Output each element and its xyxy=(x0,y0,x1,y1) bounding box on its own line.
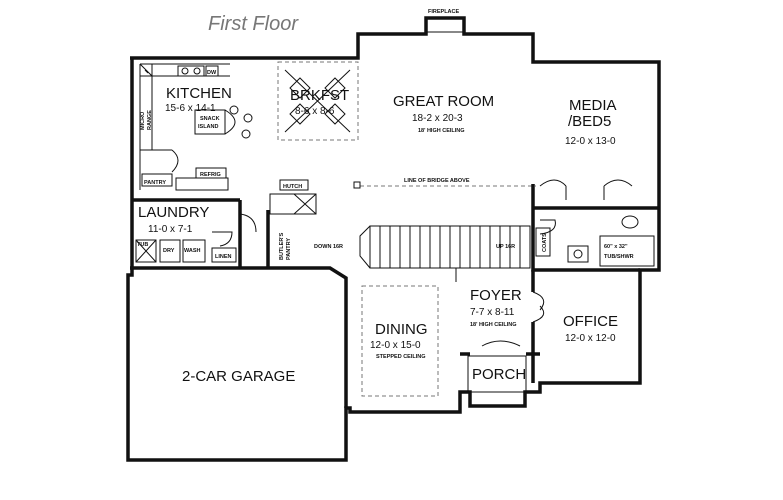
linen-label: LINEN xyxy=(215,254,232,260)
garage-wall xyxy=(130,266,348,408)
kitchen-sink xyxy=(177,65,205,77)
breakfast-table-diamonds xyxy=(289,77,346,125)
porch-name: PORCH xyxy=(472,366,526,383)
butlers-pantry-cabinet xyxy=(269,193,317,215)
foyer-note: 18' HIGH CEILING xyxy=(470,322,517,328)
coats-label: COATS xyxy=(542,233,548,252)
hutch-label: HUTCH xyxy=(283,184,302,190)
foyer-name: FOYER xyxy=(470,287,522,304)
laundry-name: LAUNDRY xyxy=(138,204,209,221)
sink-bowl-left xyxy=(181,67,189,75)
foyer-size: 7-7 x 8-11 xyxy=(470,307,515,318)
office-door-swings xyxy=(532,291,545,323)
laundry-door-swing xyxy=(212,231,233,247)
breakfast-size: 8-6 x 8-6 xyxy=(295,106,335,117)
media-name-line1: MEDIA xyxy=(569,97,617,114)
kitchen-counter-corner xyxy=(139,63,153,77)
dishwasher xyxy=(205,65,219,77)
laundry-size: 11-0 x 7-1 xyxy=(148,224,193,235)
snack-island-curve xyxy=(224,109,236,135)
kitchen-counter-bottom xyxy=(175,177,229,191)
butlers-pantry-label-2: PANTRY xyxy=(286,238,292,260)
hutch xyxy=(279,179,309,191)
bath-sink-bowl xyxy=(573,249,583,259)
stool-2 xyxy=(243,113,253,123)
tub-shower-label-1: 60" x 32" xyxy=(604,244,628,250)
micro-label: MICRO xyxy=(140,111,146,130)
breakfast-table-cross xyxy=(284,69,351,133)
media-door-swings xyxy=(539,179,633,187)
kitchen-name: KITCHEN xyxy=(166,85,232,102)
dining-ceiling-outline xyxy=(361,285,439,397)
kitchen-counter-top xyxy=(139,63,230,150)
plan-title: First Floor xyxy=(208,13,299,35)
bath-door-swing xyxy=(539,219,556,235)
great-room-note: 18' HIGH CEILING xyxy=(418,128,465,134)
washer xyxy=(182,239,206,263)
media-size: 12-0 x 13-0 xyxy=(565,136,616,147)
butlers-pantry-cross xyxy=(293,193,317,215)
snack-island-label-2: ISLAND xyxy=(198,124,219,130)
stairs-up-label: UP 16R xyxy=(496,244,515,250)
fireplace-label: FIREPLACE xyxy=(428,9,460,15)
pantry xyxy=(141,173,173,187)
butlers-pantry-label-1: BUTLER'S xyxy=(279,232,285,260)
stool-1 xyxy=(229,105,239,115)
bridge-marker xyxy=(353,181,361,189)
coats-closet xyxy=(535,227,551,257)
great-room-name: GREAT ROOM xyxy=(393,93,494,110)
laundry-door-arc xyxy=(239,213,257,233)
stairs xyxy=(369,225,531,269)
range-label: RANGE xyxy=(147,110,153,130)
pantry-label: PANTRY xyxy=(144,180,166,186)
media-name-line2: /BED5 xyxy=(568,113,611,130)
dining-note: STEPPED CEILING xyxy=(376,354,426,360)
laundry-tub xyxy=(135,239,157,263)
snack-island-label-1: SNACK xyxy=(200,116,220,122)
refrigerator-label: REFRIG xyxy=(200,172,221,178)
office-name: OFFICE xyxy=(563,313,618,330)
bridge-label: LINE OF BRIDGE ABOVE xyxy=(404,178,470,184)
dryer-label: DRY xyxy=(163,248,175,254)
stairs-left-end xyxy=(359,225,371,269)
front-door-swing xyxy=(481,340,521,347)
sink-bowl-right xyxy=(193,67,201,75)
office-size: 12-0 x 12-0 xyxy=(565,333,616,344)
great-room-size: 18-2 x 20-3 xyxy=(412,113,463,124)
dining-name: DINING xyxy=(375,321,428,338)
pantry-door xyxy=(139,149,179,190)
media-closet xyxy=(565,186,605,200)
bath-sink xyxy=(567,245,589,263)
stool-3 xyxy=(241,129,251,139)
toilet xyxy=(621,215,639,229)
dryer xyxy=(159,239,181,263)
dining-size: 12-0 x 15-0 xyxy=(370,340,421,351)
kitchen-size: 15-6 x 14-1 xyxy=(165,103,216,114)
linen-closet xyxy=(211,247,237,263)
tub-label: TUB xyxy=(137,242,148,248)
stairs-down-label: DOWN 16R xyxy=(314,244,343,250)
tub-shower xyxy=(599,235,655,267)
laundry-tub-cross xyxy=(135,239,157,263)
breakfast-name: BRKFST xyxy=(290,87,349,104)
washer-label: WASH xyxy=(184,248,201,254)
garage-name: 2-CAR GARAGE xyxy=(182,368,295,385)
breakfast-area-outline xyxy=(277,61,359,141)
fireplace xyxy=(425,17,465,33)
tub-shower-label-2: TUB/SHWR xyxy=(604,254,634,260)
dishwasher-label: DW xyxy=(207,70,217,76)
porch-outline xyxy=(467,355,527,393)
